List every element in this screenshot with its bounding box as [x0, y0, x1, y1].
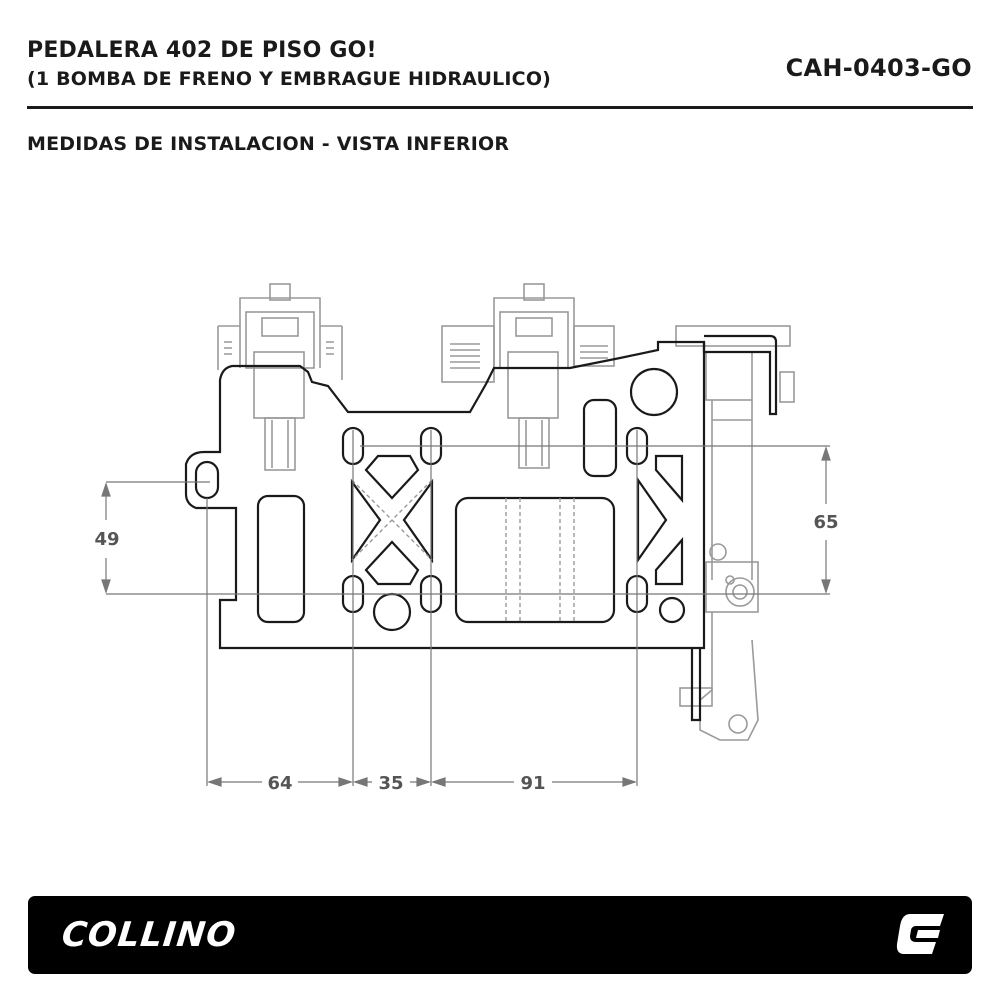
- dimension-65: 65: [813, 512, 838, 533]
- dimension-35: 35: [378, 773, 403, 794]
- section-title: MEDIDAS DE INSTALACION - VISTA INFERIOR: [27, 133, 510, 155]
- footer-bar: COLLINO: [28, 896, 972, 974]
- base-plate: [184, 334, 778, 722]
- dimension-49: 49: [94, 529, 119, 550]
- header-divider: [27, 106, 973, 109]
- page-subtitle: (1 BOMBA DE FRENO Y EMBRAGUE HIDRAULICO): [27, 68, 552, 90]
- collino-c-icon: [896, 912, 946, 960]
- ghost-components: [217, 283, 795, 741]
- dimension-64: 64: [267, 773, 292, 794]
- hidden-lines: [351, 479, 575, 622]
- page-title: PEDALERA 402 DE PISO GO!: [27, 38, 377, 63]
- dimension-91: 91: [520, 773, 545, 794]
- brand-logo: COLLINO: [59, 915, 239, 955]
- dimension-lines: [101, 430, 831, 787]
- product-code: CAH-0403-GO: [785, 54, 972, 82]
